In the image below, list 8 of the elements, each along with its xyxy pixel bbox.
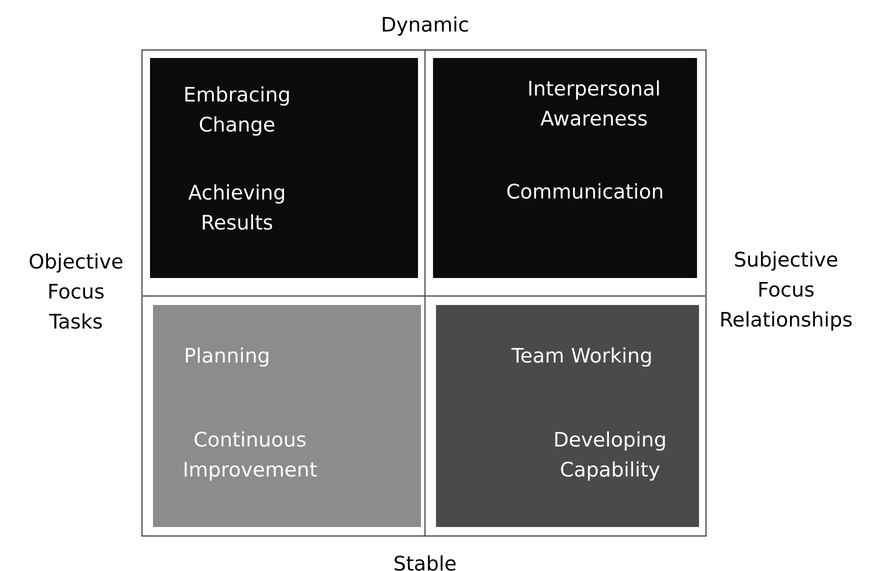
axis-label: Stable [394, 555, 456, 571]
axis-label: Subjective Focus Relationships [721, 251, 852, 331]
quadrant-box: Planning Continuous Improvement [153, 305, 421, 527]
axis-label: Objective Focus Tasks [30, 253, 122, 329]
quadrant-box: Embracing Change Achieving Results [150, 58, 418, 278]
axis-label: Dynamic [382, 16, 468, 36]
quadrant-box: Interpersonal Awareness Communication [433, 58, 697, 278]
quadrant-box: Team Working Developing Capability [436, 305, 699, 527]
